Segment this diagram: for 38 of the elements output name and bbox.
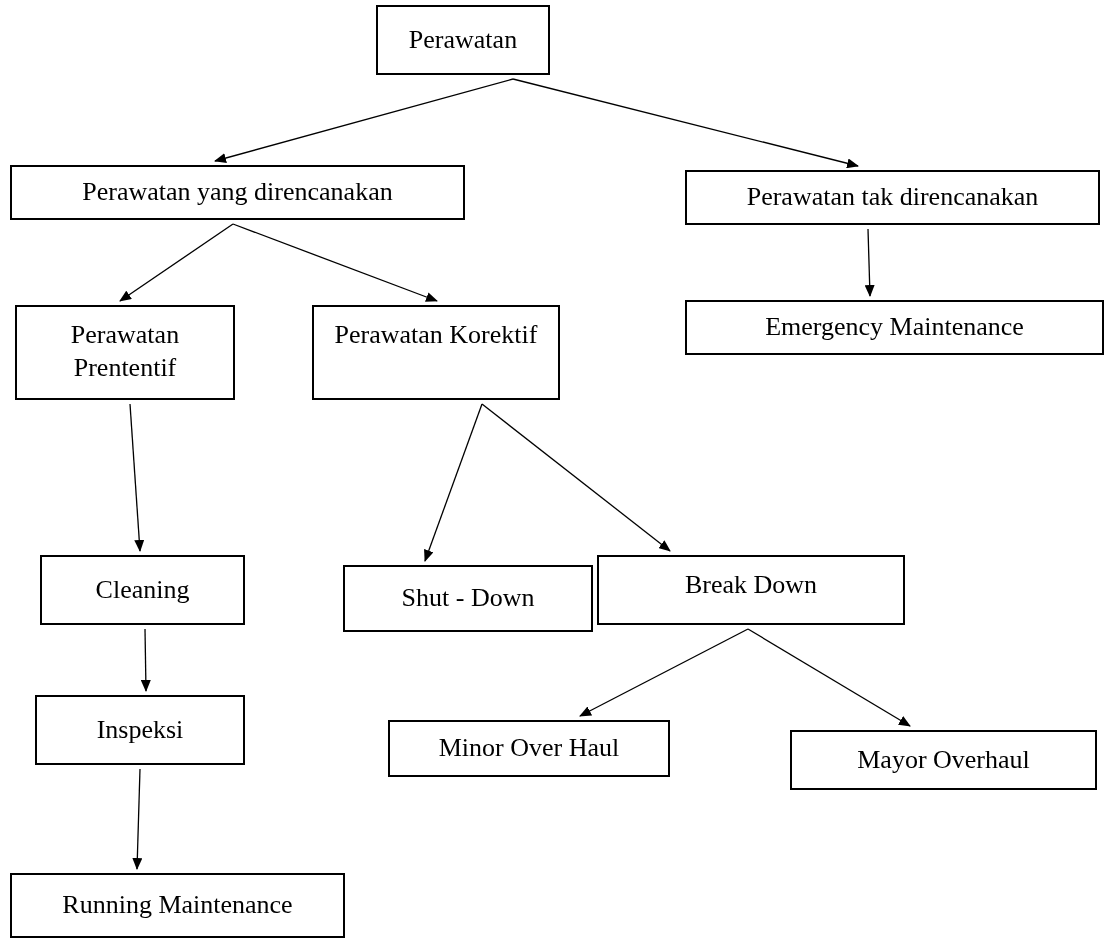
process-box bbox=[343, 565, 593, 632]
arrow bbox=[747, 628, 911, 727]
process-box bbox=[685, 170, 1100, 225]
box-label: Perawatan tak direncanakan bbox=[746, 181, 1039, 214]
arrow bbox=[129, 403, 145, 552]
arrow bbox=[481, 403, 671, 552]
process-box bbox=[40, 555, 245, 625]
box-label: Cleaning bbox=[95, 573, 190, 606]
box-label: Minor Over Haul bbox=[438, 732, 620, 765]
box-label: Inspeksi bbox=[96, 713, 184, 746]
box-label: Emergency Maintenance bbox=[765, 311, 1024, 344]
box-label: Perawatan Prententif bbox=[69, 319, 181, 384]
arrow bbox=[232, 223, 438, 302]
arrow bbox=[424, 403, 483, 562]
box-label: Break Down bbox=[684, 569, 818, 601]
box-label: Shut - Down bbox=[401, 582, 535, 615]
process-box bbox=[376, 5, 550, 75]
process-box bbox=[10, 165, 465, 220]
process-box bbox=[790, 730, 1097, 790]
process-box bbox=[35, 695, 245, 765]
box-label: Perawatan yang direncanakan bbox=[82, 176, 393, 209]
arrow bbox=[119, 223, 234, 302]
arrow bbox=[864, 228, 875, 297]
box-label: Perawatan bbox=[408, 23, 518, 56]
box-label: Perawatan Korektif bbox=[334, 319, 538, 351]
process-box bbox=[685, 300, 1104, 355]
process-box bbox=[597, 555, 905, 625]
process-box bbox=[15, 305, 235, 400]
process-box bbox=[312, 305, 560, 400]
box-label: Mayor Overhaul bbox=[857, 743, 1030, 776]
process-box bbox=[388, 720, 670, 777]
box-label: Running Maintenance bbox=[62, 889, 293, 922]
arrow bbox=[512, 78, 859, 169]
arrow bbox=[579, 628, 749, 717]
arrow bbox=[140, 628, 151, 692]
process-box bbox=[10, 873, 345, 938]
arrow bbox=[214, 78, 514, 163]
arrow bbox=[132, 768, 143, 870]
